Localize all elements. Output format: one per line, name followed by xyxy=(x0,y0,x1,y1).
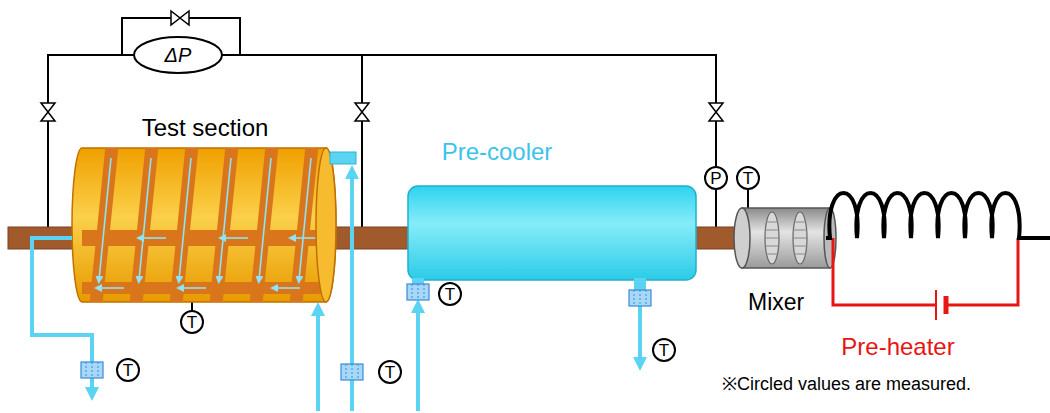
sensor-letter: T xyxy=(385,364,395,381)
part-label: Pre-heater xyxy=(841,333,954,361)
test-section-drawing xyxy=(82,148,326,302)
flow-meter-symbol xyxy=(412,284,424,300)
pressure-line xyxy=(747,190,749,208)
test-section-drawing xyxy=(274,287,300,289)
gauge-outline xyxy=(134,37,222,73)
flow-meter-symbol xyxy=(341,364,363,380)
pressure-line xyxy=(48,18,748,310)
pre-cooler-drawing xyxy=(408,186,696,290)
pressure-line xyxy=(715,190,717,228)
valve-symbol xyxy=(355,103,369,121)
note-text: ※Circled values are measured. xyxy=(722,374,971,395)
test-section-drawing xyxy=(139,158,151,280)
sensor-letter: T xyxy=(187,314,197,331)
test-section-drawing xyxy=(216,148,232,302)
temperature-sensor: T xyxy=(652,338,676,362)
coolant-line xyxy=(638,306,642,364)
test-section-drawing xyxy=(330,152,356,164)
test-section-drawing xyxy=(179,158,191,280)
test-section-drawing xyxy=(180,287,206,289)
heater-circuit xyxy=(833,238,1018,305)
pre-cooler-drawing xyxy=(634,278,646,290)
heater-coil xyxy=(826,193,1050,238)
mixer-drawing xyxy=(734,208,836,268)
temperature-sensor: T xyxy=(378,360,402,384)
test-section-drawing xyxy=(219,158,231,280)
heater-circuit xyxy=(833,238,1018,320)
test-section-drawing xyxy=(99,158,111,280)
test-section-drawing xyxy=(292,237,318,239)
coolant-line xyxy=(32,172,640,411)
valve-symbol xyxy=(41,11,723,121)
sensor-letter: T xyxy=(123,362,133,379)
test-section-drawing xyxy=(176,148,192,302)
flow-meter-symbol xyxy=(634,290,646,306)
part-label: Mixer xyxy=(748,289,804,315)
part-label: Pre-cooler xyxy=(442,138,553,166)
test-section-drawing xyxy=(136,148,152,302)
valve-symbol xyxy=(41,103,55,121)
test-section-drawing xyxy=(299,158,311,280)
test-section-drawing xyxy=(82,230,326,246)
coolant-line xyxy=(416,306,420,411)
test-section-drawing xyxy=(222,237,248,239)
test-section-drawing xyxy=(296,148,312,302)
test-section-drawing xyxy=(82,282,326,294)
flow-meter-symbol xyxy=(86,284,646,380)
heater-circuit xyxy=(935,290,937,320)
pre-cooler-drawing xyxy=(408,186,696,280)
temperature-sensor: T xyxy=(438,282,462,306)
valve-symbol xyxy=(171,11,189,25)
pressure-sensor: P xyxy=(704,166,728,190)
part-label: Test section xyxy=(142,114,269,142)
sensor-letter: T xyxy=(445,286,455,303)
test-section-drawing xyxy=(140,237,166,239)
temperature-sensor: T xyxy=(116,358,140,382)
valve-symbol xyxy=(709,103,723,121)
differential-pressure-gauge: ΔP xyxy=(133,36,223,74)
sensor-letter: T xyxy=(659,342,669,359)
mixer-drawing xyxy=(734,208,750,268)
pressure-line xyxy=(191,302,193,310)
temperature-sensor: T xyxy=(736,166,760,190)
flow-meter-symbol xyxy=(86,362,98,378)
sensor-letter: ΔP xyxy=(165,45,192,65)
test-section-drawing xyxy=(98,158,318,288)
test-section-drawing xyxy=(96,148,312,302)
mixer-drawing xyxy=(742,208,830,268)
test-section-drawing xyxy=(96,148,112,302)
flow-meter-symbol xyxy=(629,290,651,306)
test-section-drawing xyxy=(259,158,271,280)
test-section-drawing xyxy=(316,148,336,302)
pressure-line xyxy=(361,55,363,228)
pre-cooler-drawing xyxy=(412,278,424,284)
test-section-drawing xyxy=(256,148,272,302)
sensor-letter: P xyxy=(710,170,721,187)
test-section-drawing xyxy=(72,146,356,304)
sensor-letter: T xyxy=(743,170,753,187)
flow-meter-symbol xyxy=(81,362,103,378)
heater-circuit xyxy=(944,296,949,314)
temperature-sensor: T xyxy=(180,310,204,334)
test-section-drawing xyxy=(98,287,124,289)
flow-meter-symbol xyxy=(81,284,651,380)
coolant-line xyxy=(316,309,320,411)
mixer-drawing xyxy=(765,222,807,254)
flow-meter-symbol xyxy=(346,364,358,380)
flow-meter-symbol xyxy=(407,284,429,300)
